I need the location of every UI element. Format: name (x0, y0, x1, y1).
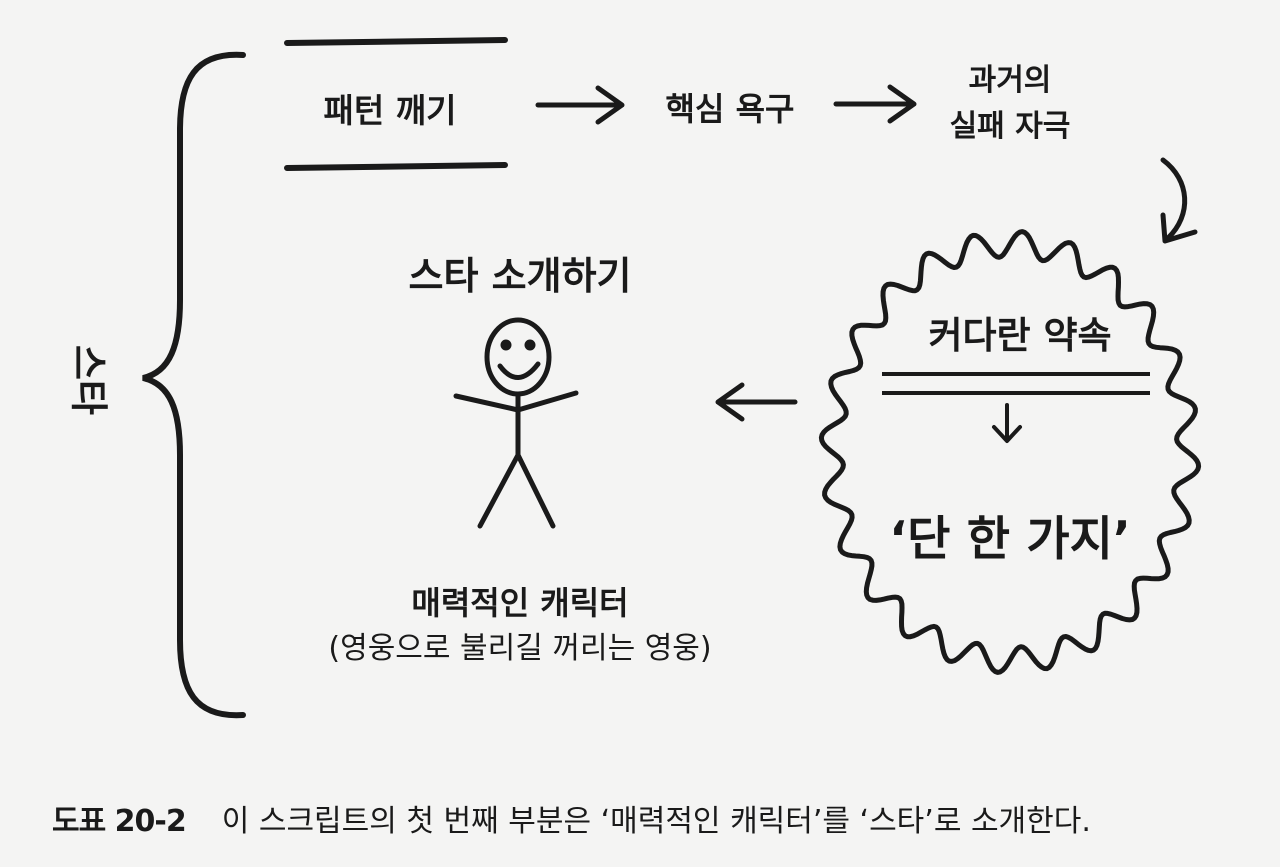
pattern-top-line (284, 37, 508, 46)
past-failure-label: 과거의 실패 자극 (949, 63, 1071, 144)
core-desire-label: 핵심 욕구 (665, 90, 795, 128)
one-thing-label: ‘단 한 가지’ (889, 512, 1131, 567)
figure-caption: 도표 20-2 이 스크립트의 첫 번째 부분은 ‘매력적인 캐릭터’를 ‘스타’… (52, 796, 1091, 840)
pattern-bottom-line (284, 162, 508, 171)
arrow-down-icon (992, 403, 1022, 443)
big-promise-label: 커다란 약속 (928, 314, 1112, 357)
side-label: 스타 (52, 330, 132, 430)
left-brace (142, 51, 246, 719)
pattern-break-label: 패턴 깨기 (323, 91, 457, 130)
character-subtitle: (영웅으로 불리길 꺼리는 영웅) (328, 631, 712, 666)
arrow-right-icon (833, 84, 917, 124)
star-intro-label: 스타 소개하기 (408, 254, 632, 298)
figure-number: 도표 20-2 (52, 804, 187, 839)
arrow-right-icon (535, 85, 625, 125)
wavy-cloud-frame (818, 229, 1202, 675)
arrow-left-icon (715, 382, 798, 422)
stick-figure-icon (453, 317, 579, 529)
caption-text: 이 스크립트의 첫 번째 부분은 ‘매력적인 캐릭터’를 ‘스타’로 소개한다. (221, 804, 1091, 839)
side-label-text: 스타 (66, 345, 111, 415)
character-title: 매력적인 캐릭터 (411, 584, 629, 622)
curved-arrow-icon (1160, 157, 1198, 244)
